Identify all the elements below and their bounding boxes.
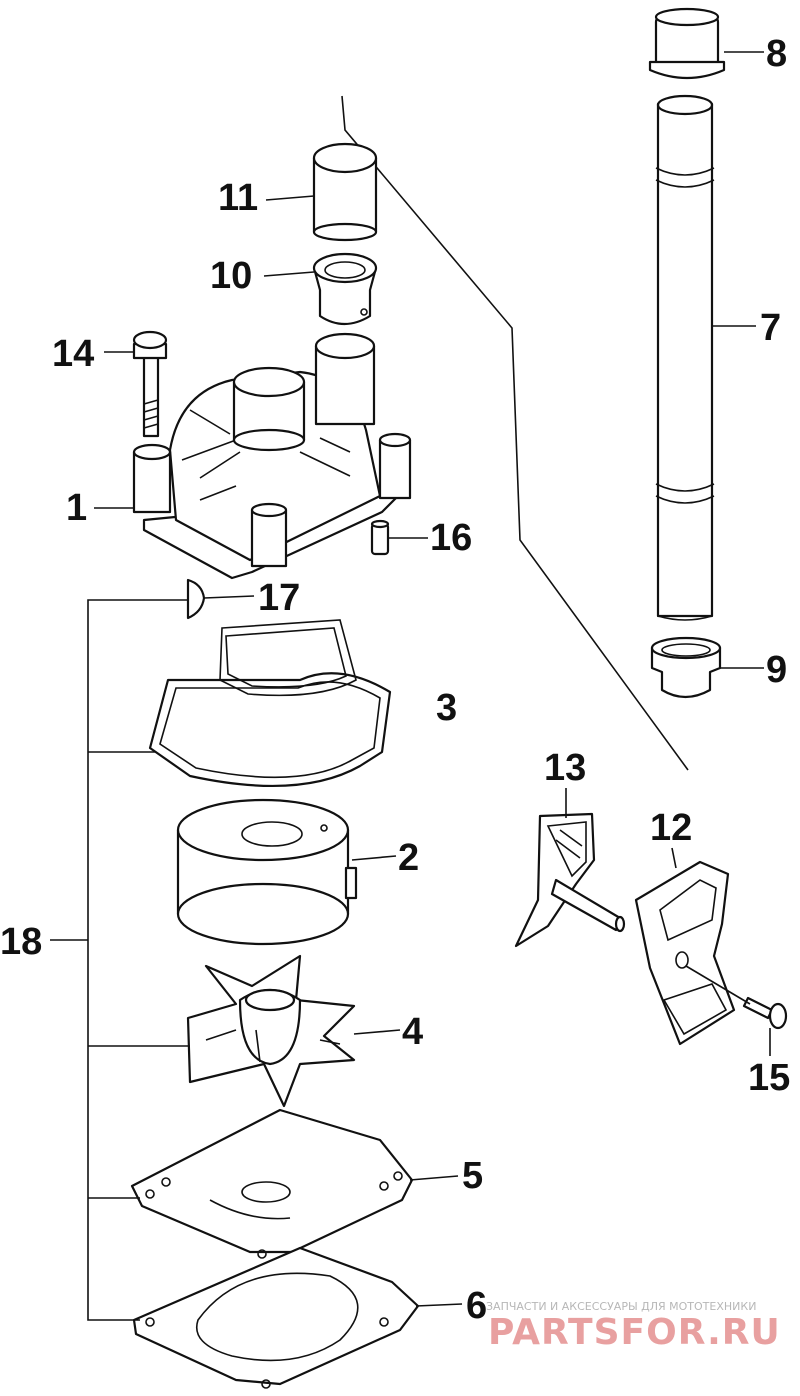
callout-14: 14 [52, 333, 94, 375]
part-12-grille [634, 860, 736, 1046]
callout-2: 2 [398, 837, 419, 879]
part-3-gasket [148, 619, 392, 788]
part-15-screw [742, 996, 788, 1030]
callout-16: 16 [430, 517, 472, 559]
part-16-pin [370, 519, 390, 556]
part-10-seal [312, 252, 378, 326]
callout-9: 9 [766, 649, 787, 691]
callout-8: 8 [766, 33, 787, 75]
callout-6: 6 [466, 1285, 487, 1327]
part-5-plate [130, 1108, 414, 1259]
callout-3: 3 [436, 687, 457, 729]
callout-11: 11 [218, 177, 258, 219]
part-1-pump-housing [132, 332, 412, 580]
part-9-bushing [650, 636, 722, 699]
part-8-bushing [648, 7, 726, 80]
callout-labels: 8 11 10 7 14 1 16 17 9 3 13 12 2 18 4 15… [0, 33, 790, 1327]
callout-13: 13 [544, 747, 586, 789]
watermark-brand: PARTSFOR.RU [488, 1312, 781, 1353]
callout-18: 18 [0, 921, 42, 963]
callout-5: 5 [462, 1155, 483, 1197]
watermark: ЗАПЧАСТИ И АКСЕССУАРЫ ДЛЯ МОТОТЕХНИКИ PA… [486, 1300, 781, 1353]
part-7-tube [655, 94, 715, 621]
part-2-liner [176, 798, 358, 946]
part-4-impeller [186, 954, 356, 1108]
callout-10: 10 [210, 255, 252, 297]
callout-15: 15 [748, 1057, 790, 1099]
callout-1: 1 [66, 487, 87, 529]
callout-4: 4 [402, 1011, 423, 1053]
leader-lines [50, 51, 771, 1321]
callout-7: 7 [760, 307, 781, 349]
part-13-bracket [514, 812, 626, 948]
part-14-bolt [132, 330, 168, 438]
part-11-sleeve [312, 142, 378, 242]
callout-17: 17 [258, 577, 300, 619]
part-17-key [186, 578, 206, 620]
callout-12: 12 [650, 807, 692, 849]
watermark-tagline: ЗАПЧАСТИ И АКСЕССУАРЫ ДЛЯ МОТОТЕХНИКИ [486, 1300, 756, 1313]
assembly-boundary-line [341, 95, 689, 771]
part-6-gasket [132, 1246, 420, 1389]
